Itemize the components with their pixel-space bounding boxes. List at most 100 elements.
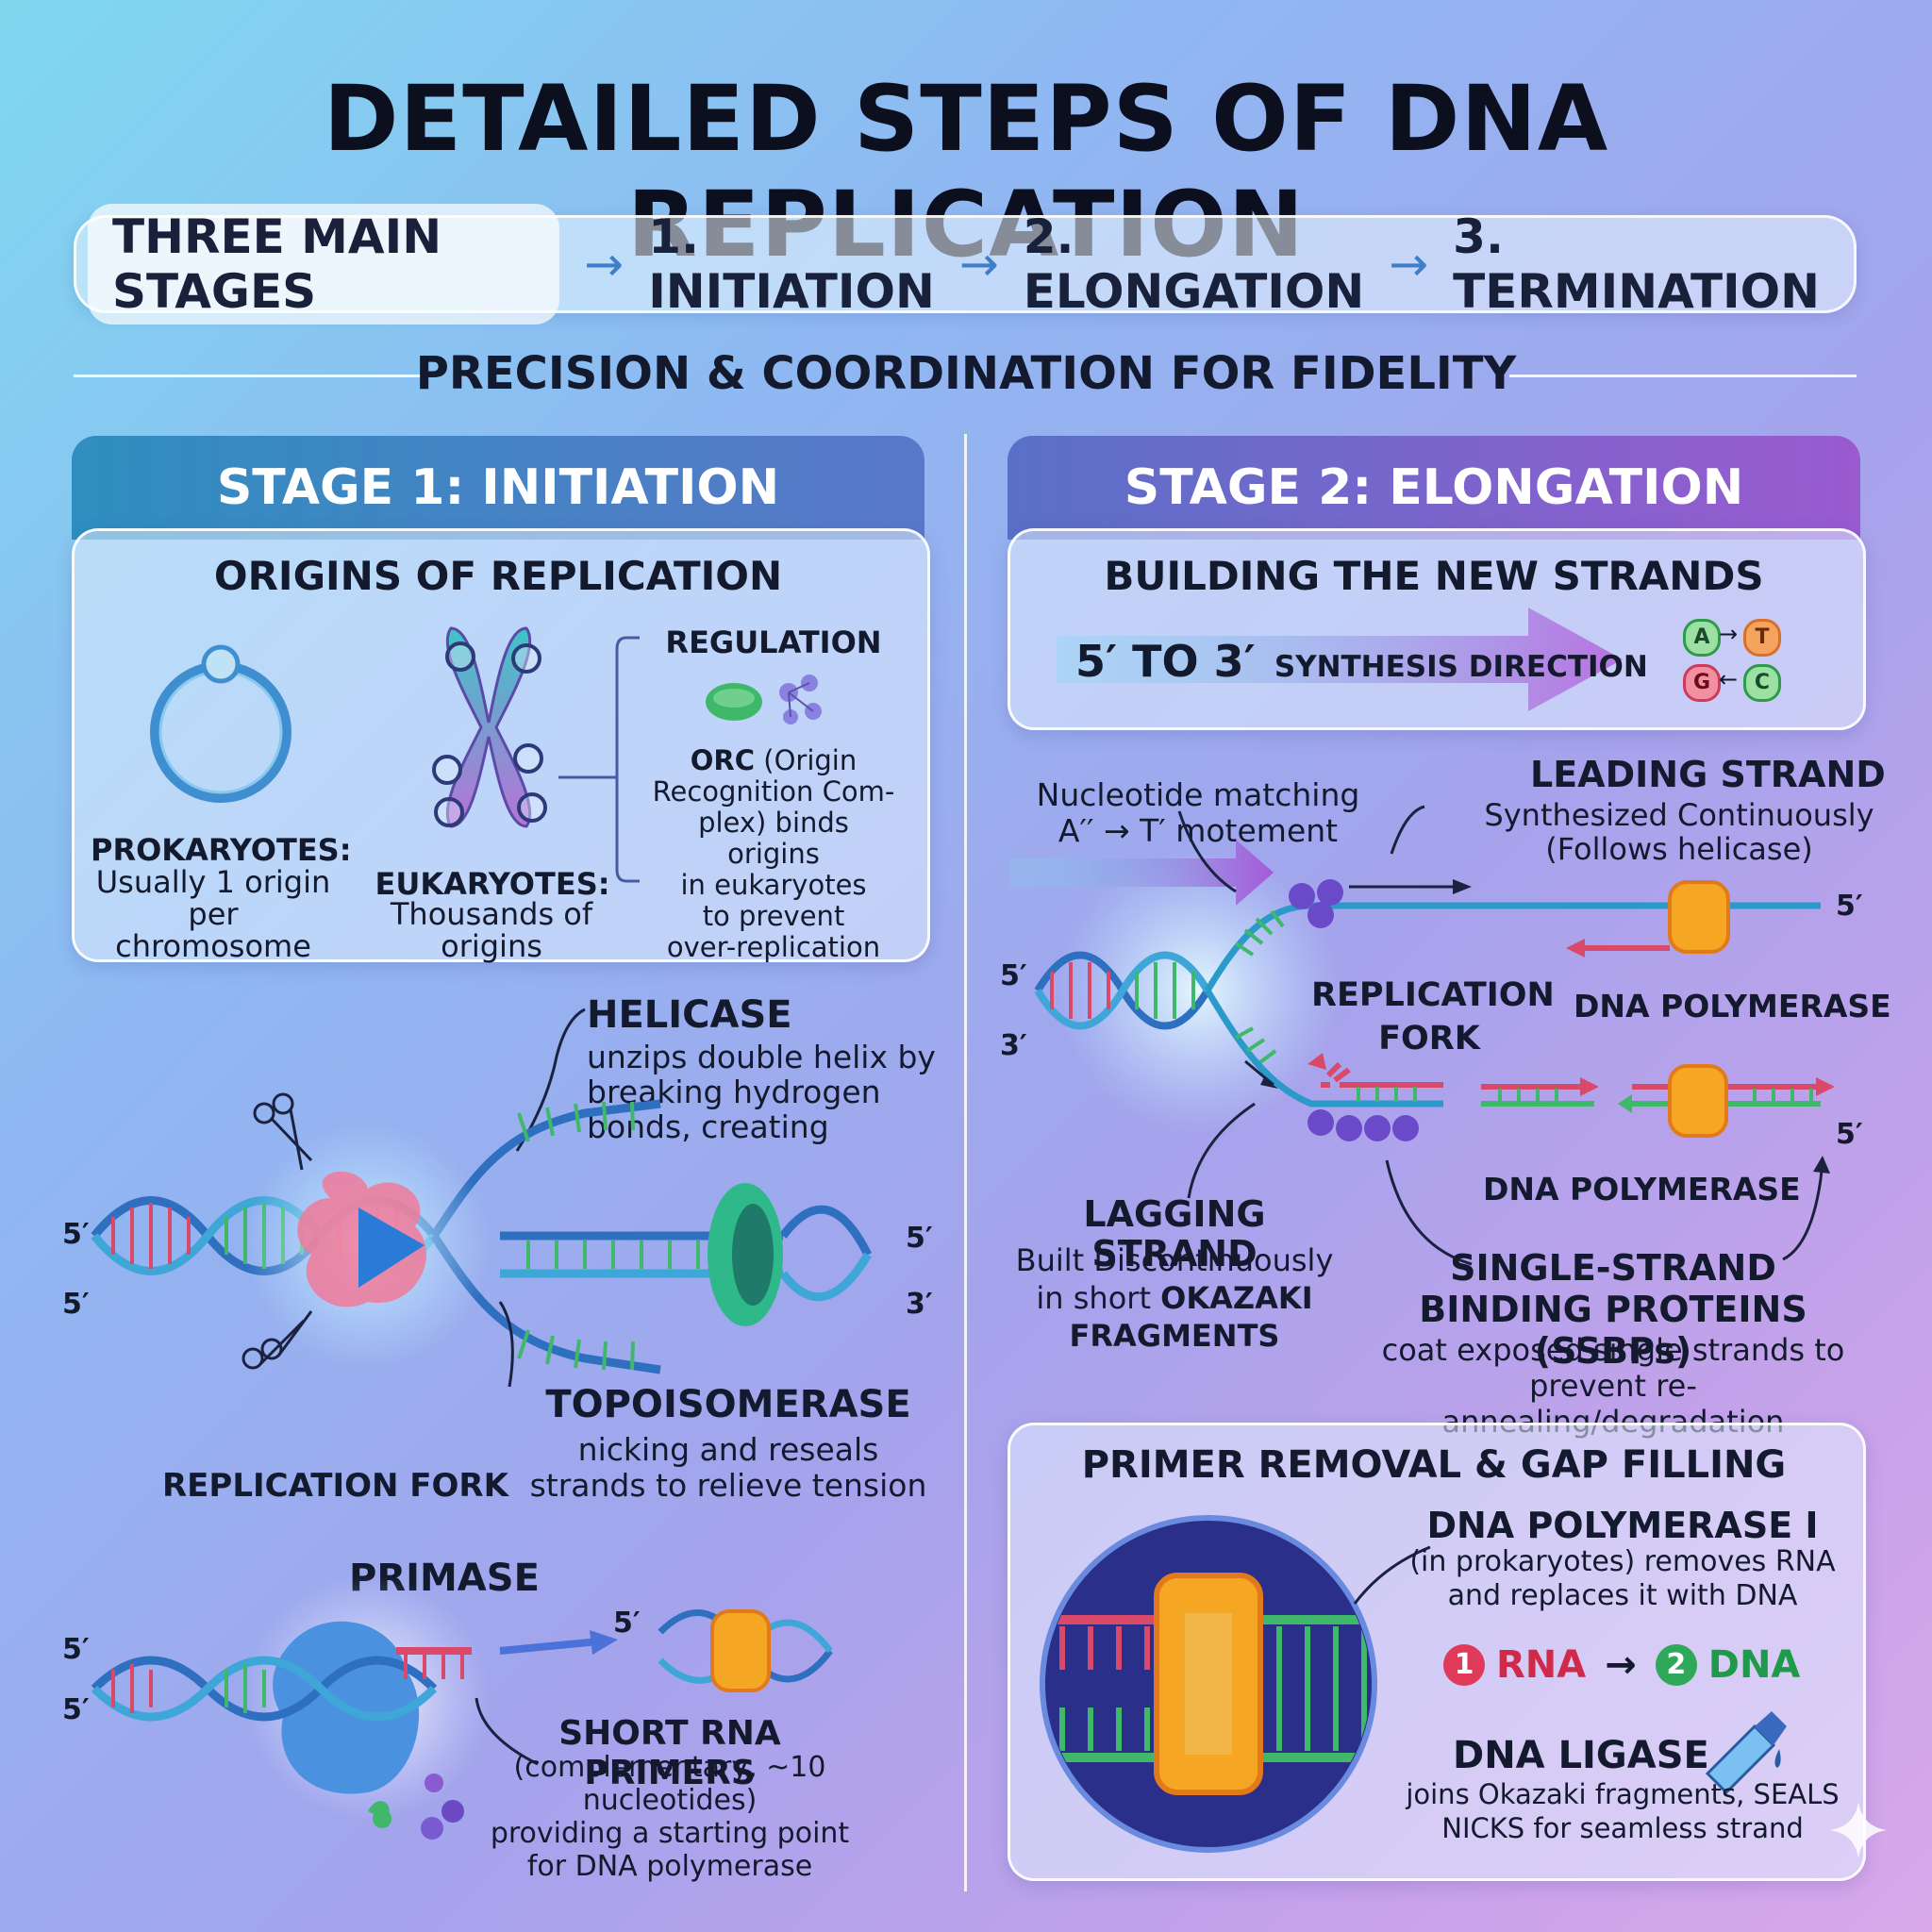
fork-line1: REPLICATION <box>1311 976 1555 1014</box>
arrow-right-icon: → <box>1719 621 1739 647</box>
step1-badge: 1 <box>1443 1644 1485 1686</box>
elong-strand-3prime: 3′ <box>1000 1029 1027 1062</box>
lagging-strand-description: Built Discontinuously in short OKAZAKI F… <box>1000 1241 1349 1355</box>
base-a-icon: A <box>1683 619 1721 657</box>
orc-line5: to prevent <box>702 900 845 932</box>
rna-to-dna-steps: 1 RNA → 2 DNA <box>1443 1641 1800 1689</box>
primers-line3: for DNA polymerase <box>526 1850 813 1883</box>
direction-small: SYNTHESIS DIRECTION <box>1274 650 1648 684</box>
helicase-line3: bonds, creating <box>587 1108 829 1145</box>
primase-strand-5prime-top: 5′ <box>62 1633 90 1666</box>
topoisomerase-line1: nicking and reseals <box>577 1431 879 1468</box>
replication-fork-diagram <box>91 1092 873 1388</box>
primers-line2: providing a starting point <box>490 1817 850 1850</box>
step2-badge: 2 <box>1655 1644 1697 1686</box>
orc-line2: Recognition Com- <box>652 775 895 808</box>
strand-5prime-bottom: 5′ <box>62 1288 90 1321</box>
nucleotide-matching: Nucleotide matching A′′ → T′ motement <box>1028 777 1368 849</box>
regulation-bracket <box>558 636 640 883</box>
eukaryotes-title: EUKARYOTES: <box>375 866 610 902</box>
helicase-line1: unzips double helix by <box>587 1039 936 1075</box>
helicase-title: HELICASE <box>587 993 792 1037</box>
elong-strand-5prime: 5′ <box>1000 959 1027 992</box>
arrow-right-icon: → <box>584 237 625 291</box>
base-t-icon: T <box>1743 619 1781 657</box>
ssbp-title: SINGLE-STRAND BINDING PROTEINS (SSBPs) <box>1358 1247 1868 1372</box>
strand-5prime-right: 5′ <box>906 1222 933 1255</box>
fork-line2: FORK <box>1378 1020 1480 1058</box>
dna-polymerase-1-description: (in prokaryotes) removes RNA and replace… <box>1406 1545 1840 1613</box>
lagging-dna-polymerase-label: DNA POLYMERASE <box>1483 1171 1801 1208</box>
ssbp-title2: BINDING PROTEINS (SSBPs) <box>1419 1289 1807 1372</box>
eukaryotic-chromosome-icon <box>432 626 547 828</box>
lagging-line2a: in short <box>1036 1280 1161 1316</box>
primase-strand-5prime-bottom: 5′ <box>62 1693 90 1726</box>
base-c-icon: C <box>1743 664 1781 702</box>
base-pairing-legend: A → T G ← C <box>1683 619 1806 713</box>
primase-diagram <box>91 1575 833 1840</box>
subtitle: PRECISION & COORDINATION FOR FIDELITY <box>415 347 1517 400</box>
nucleotide-line2: A′′ → T′ motement <box>1058 812 1339 849</box>
orc-line6: over-replication <box>666 931 881 963</box>
lagging-strand-5prime: 5′ <box>1836 1118 1863 1151</box>
stage2-header: STAGE 2: ELONGATION <box>1008 436 1860 540</box>
helicase-pointer <box>515 1008 586 1152</box>
rna-primers-description: (complementary, ~10 nucleotides) providi… <box>472 1751 868 1883</box>
leading-line1: Synthesized Continuously <box>1484 797 1874 833</box>
base-g-icon: G <box>1683 664 1721 702</box>
direction-text: 5′ TO 3′ SYNTHESIS DIRECTION <box>1075 636 1648 687</box>
step2-label: DNA <box>1707 1643 1801 1687</box>
prokaryotes-line2: per chromosome <box>115 896 311 964</box>
lagging-strand-title: LAGGING STRAND <box>1083 1193 1266 1274</box>
synthesis-direction-arrow <box>1057 608 1623 711</box>
ssbp-line1: coat exposed single strands to <box>1381 1332 1845 1368</box>
direction-big: 5′ TO 3′ <box>1075 636 1256 687</box>
orc-protein-icon <box>706 675 822 724</box>
lagging-line1: Built Discontinuously <box>1015 1242 1334 1278</box>
arrow-right-icon: → <box>1605 1643 1637 1687</box>
topoisomerase-title: TOPOISOMERASE <box>545 1383 911 1426</box>
elongation-fork-label: REPLICATION FORK <box>1311 974 1555 1060</box>
lagging-line2b: OKAZAKI <box>1160 1280 1313 1316</box>
stage-elongation-label: 2. ELONGATION <box>1023 209 1365 319</box>
building-card <box>1008 528 1866 730</box>
leading-strand-description: Synthesized Continuously (Follows helica… <box>1472 798 1887 866</box>
prokaryotes-title: PROKARYOTES: <box>91 832 352 868</box>
stage-initiation-label: 1. INITIATION <box>648 209 935 319</box>
stages-intro: THREE MAIN STAGES <box>88 204 560 325</box>
eukaryotes-line1: Thousands of origins <box>390 896 593 964</box>
pol1-line2: and replaces it with DNA <box>1447 1579 1798 1612</box>
strand-3prime-right: 3′ <box>906 1288 933 1321</box>
step1-label: RNA <box>1496 1643 1587 1687</box>
lagging-line3: FRAGMENTS <box>1069 1318 1280 1354</box>
dna-ligase-title: DNA LIGASE <box>1453 1734 1709 1777</box>
leading-strand-title: LEADING STRAND <box>1530 754 1886 795</box>
building-heading: BUILDING THE NEW STRANDS <box>1104 553 1764 599</box>
orc-line1: (Origin <box>763 744 858 776</box>
orc-description: ORC (Origin Recognition Com- plex) binds… <box>651 745 896 963</box>
replication-fork-label: REPLICATION FORK <box>162 1467 508 1505</box>
regulation-title: REGULATION <box>665 625 882 660</box>
divider-left <box>74 375 421 377</box>
orc-abbrev: ORC <box>690 744 756 776</box>
prokaryotes-line1: Usually 1 origin <box>95 864 331 900</box>
origins-heading: ORIGINS OF REPLICATION <box>213 553 783 599</box>
pol1-line1: (in prokaryotes) removes RNA <box>1409 1545 1836 1578</box>
ligase-glue-icon <box>1705 1711 1787 1795</box>
orc-line4: in eukaryotes <box>680 869 867 901</box>
leading-strand-5prime: 5′ <box>1836 890 1863 923</box>
strand-5prime-top: 5′ <box>62 1218 90 1251</box>
elongation-fork-diagram <box>1009 805 1835 1266</box>
leading-line2: (Follows helicase) <box>1545 831 1813 867</box>
stage1-header: STAGE 1: INITIATION <box>72 436 924 540</box>
center-divider <box>964 434 967 1891</box>
ligase-line1: joins Okazaki fragments, SEALS <box>1406 1778 1840 1810</box>
topoisomerase-line2: strands to relieve tension <box>529 1467 927 1504</box>
ssbp-description: coat exposed single strands to prevent r… <box>1358 1332 1868 1440</box>
orc-line3: plex) binds origins <box>698 807 849 870</box>
primers-line1: (complementary, ~10 nucleotides) <box>513 1751 826 1817</box>
arrow-right-icon: → <box>958 237 999 291</box>
stages-overview-bar: THREE MAIN STAGES → 1. INITIATION → 2. E… <box>74 204 1857 325</box>
primer-removal-heading: PRIMER REMOVAL & GAP FILLING <box>1081 1443 1787 1487</box>
ssbp-title1: SINGLE-STRAND <box>1450 1247 1776 1289</box>
